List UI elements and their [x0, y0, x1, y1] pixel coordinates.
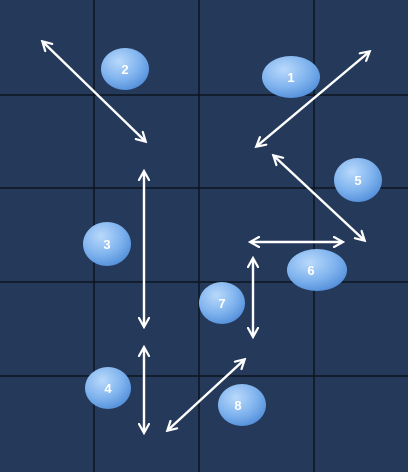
badge-4-label: 4	[104, 381, 112, 396]
badge-1-label: 1	[287, 70, 294, 85]
arrow-8	[168, 360, 244, 430]
badge-7-label: 7	[218, 296, 225, 311]
badge-3-shape	[83, 222, 131, 266]
badge-5-label: 5	[354, 173, 361, 188]
badge-6: 6	[287, 249, 347, 291]
badge-8-shape	[218, 384, 266, 426]
badge-2-shape	[101, 48, 149, 90]
badge-8: 8	[218, 384, 266, 426]
badge-8-label: 8	[234, 398, 241, 413]
badge-5-shape	[334, 158, 382, 202]
badge-6-shape	[287, 249, 347, 291]
badge-7: 7	[199, 282, 245, 324]
badge-4-shape	[85, 367, 131, 409]
arrow-1	[257, 52, 369, 146]
badge-2: 2	[101, 48, 149, 90]
arrow-5	[274, 156, 364, 240]
badge-2-label: 2	[121, 62, 128, 77]
badge-6-label: 6	[307, 263, 314, 278]
badge-1-shape	[262, 56, 320, 98]
arrow-2	[43, 42, 145, 141]
badge-3-label: 3	[103, 237, 110, 252]
badge-1: 1	[262, 56, 320, 98]
badge-7-shape	[199, 282, 245, 324]
badge-5: 5	[334, 158, 382, 202]
badge-3: 3	[83, 222, 131, 266]
badge-4: 4	[85, 367, 131, 409]
